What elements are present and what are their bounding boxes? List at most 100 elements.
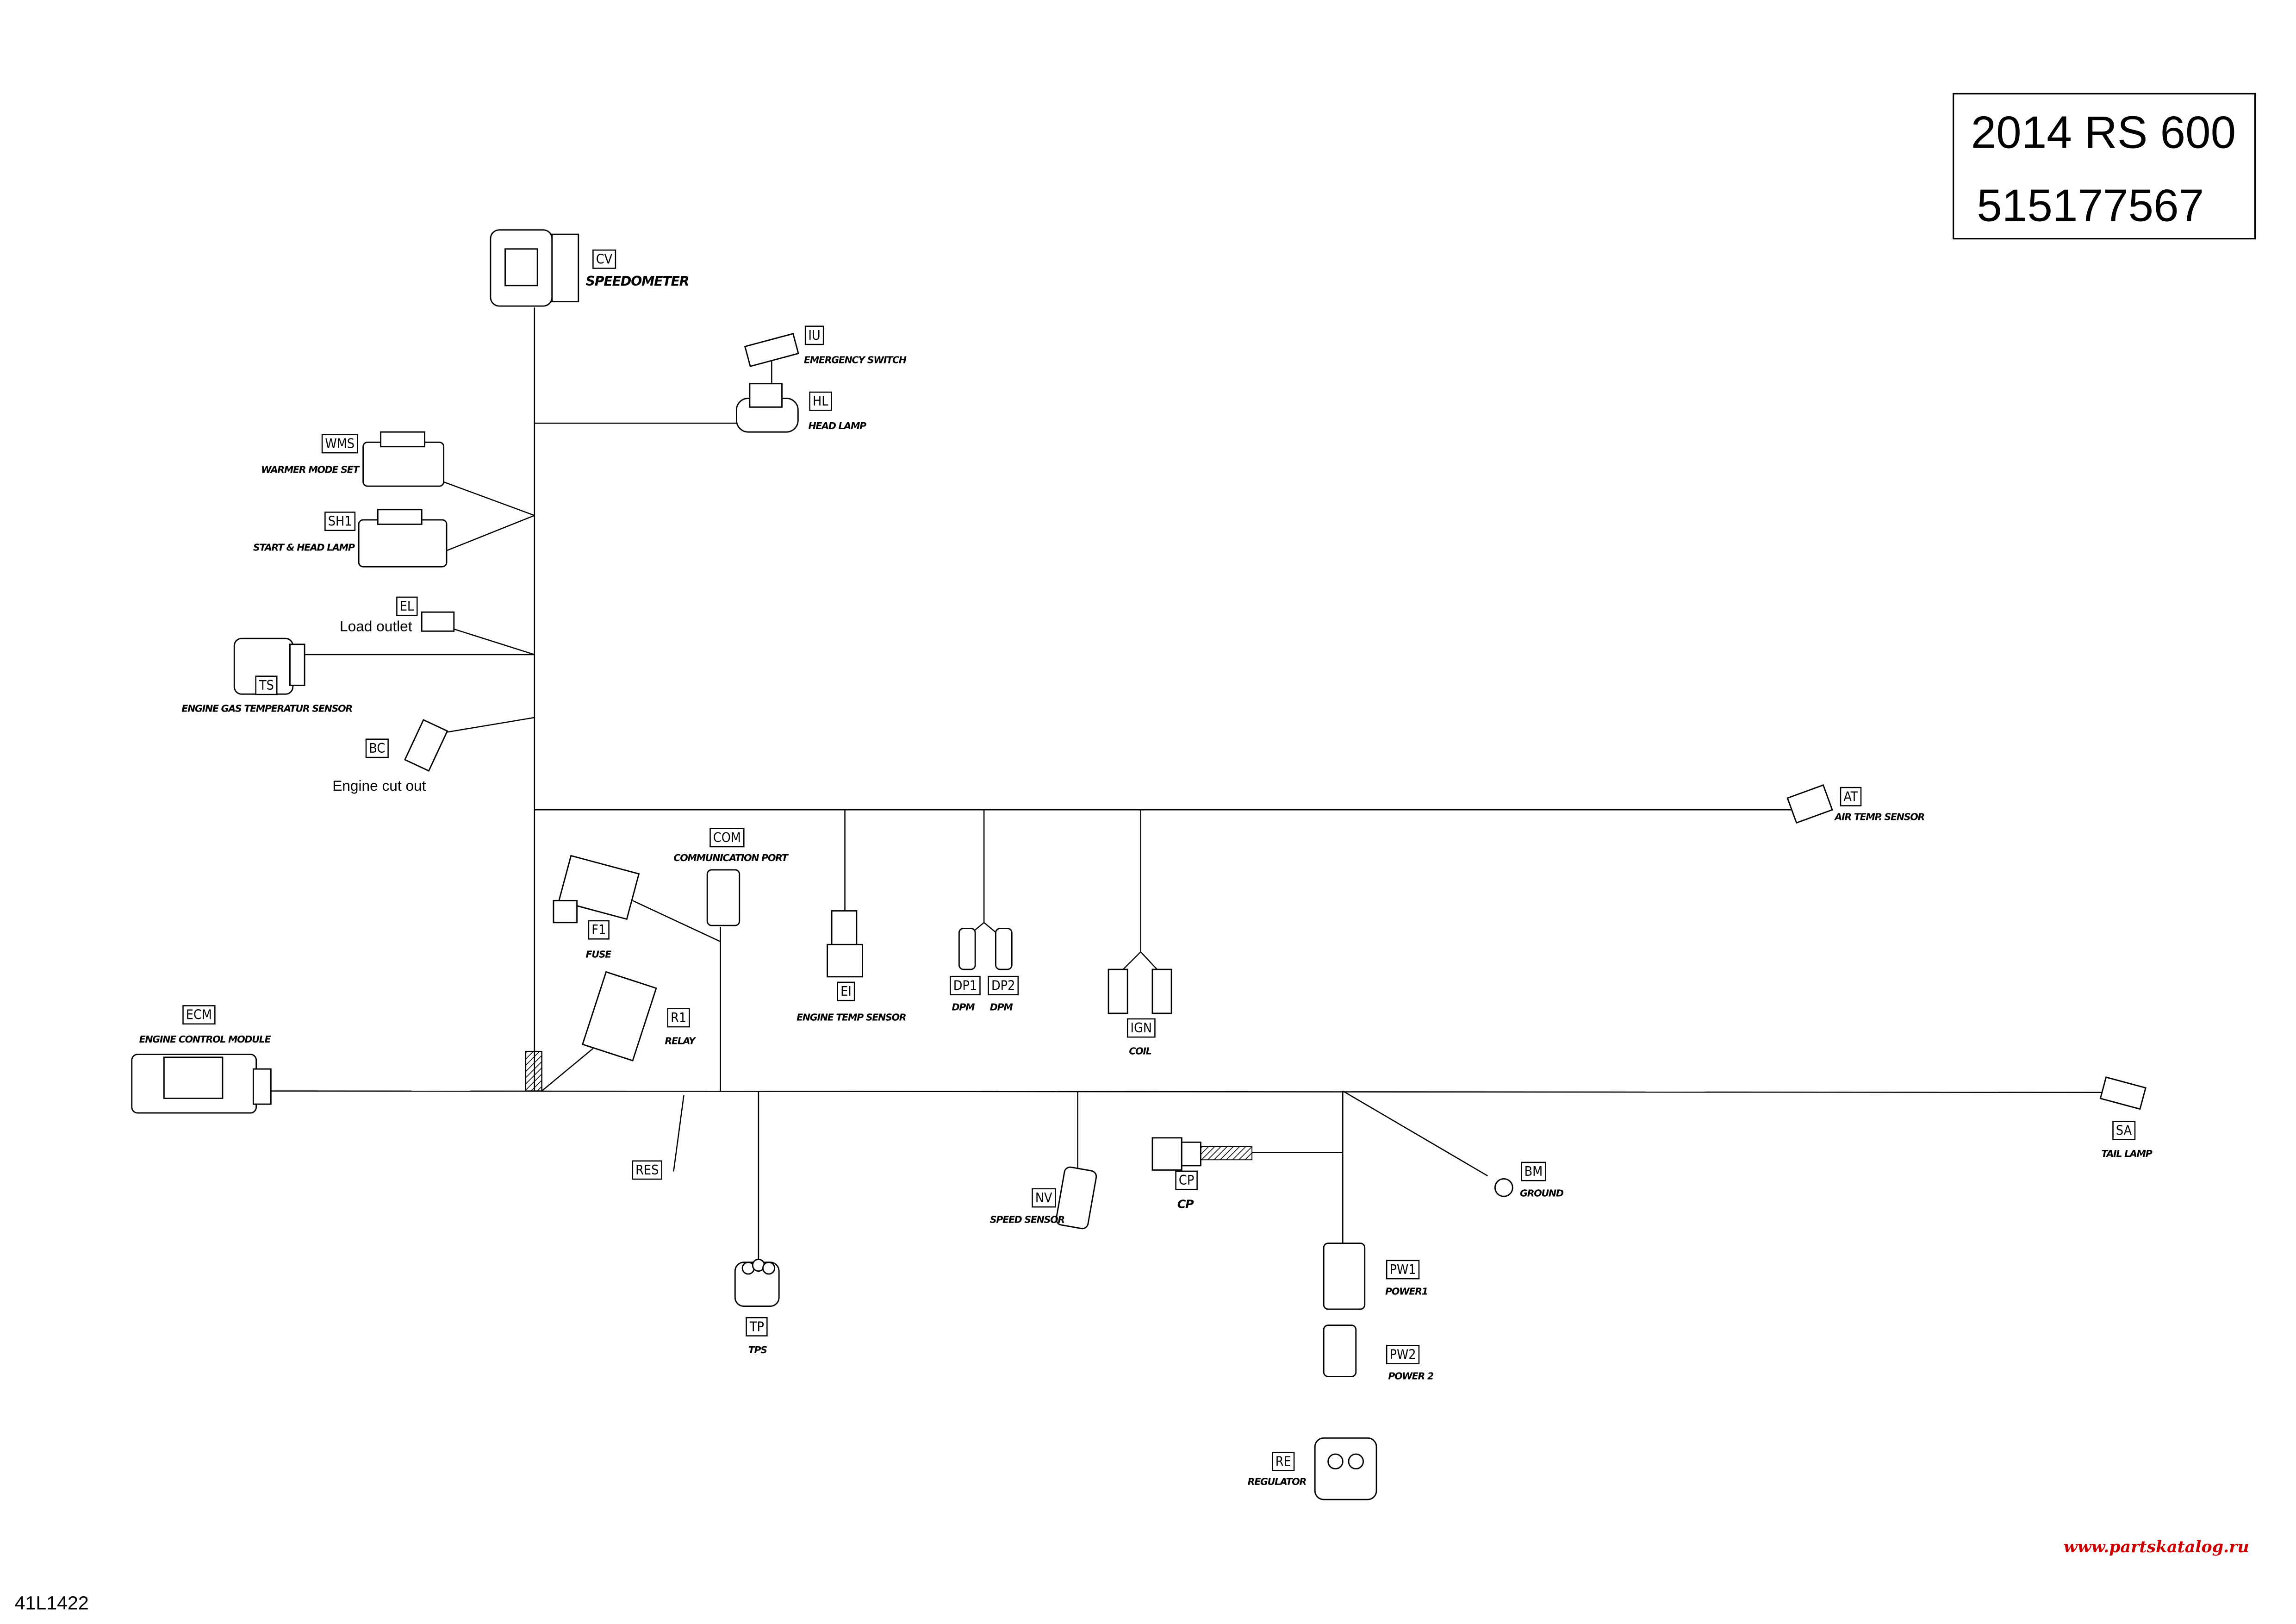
splice-hatch: [525, 1050, 542, 1092]
power1-connector-icon: [1323, 1243, 1366, 1310]
regulator-connector-icon: [1314, 1437, 1377, 1500]
engine-temp-sensor-connector-icon: [827, 910, 863, 978]
label-dpm2: DPM: [990, 1002, 1014, 1013]
label-regulator: REGULATOR: [1248, 1476, 1307, 1487]
label-coil: COIL: [1129, 1046, 1151, 1057]
speed-sensor-connector-icon: [1055, 1166, 1097, 1230]
label-emergency-switch: EMERGENCY SWITCH: [804, 354, 907, 365]
svg-text:AT: AT: [1843, 789, 1858, 804]
fuse-connector-icon: [553, 855, 640, 924]
dpm1-connector-icon: [958, 928, 976, 970]
tag-com: COM: [709, 828, 745, 848]
svg-text:CP: CP: [1179, 1173, 1194, 1188]
svg-text:EL: EL: [400, 599, 414, 614]
label-air-temp-sensor: AIR TEMP. SENSOR: [1834, 811, 1924, 822]
label-tail-lamp: TAIL LAMP: [2101, 1148, 2153, 1159]
label-power2: POWER 2: [1388, 1371, 1434, 1382]
relay-connector-icon: [581, 971, 657, 1062]
svg-text:RES: RES: [635, 1162, 659, 1178]
tag-tp: TP: [746, 1317, 768, 1337]
tag-el: EL: [396, 596, 418, 616]
tag-ign: IGN: [1126, 1018, 1156, 1038]
svg-text:HL: HL: [813, 394, 828, 409]
tag-pw1: PW1: [1386, 1260, 1420, 1280]
dpm2-connector-icon: [995, 928, 1013, 970]
svg-text:BM: BM: [1524, 1164, 1543, 1179]
emergency-switch-connector-icon: [744, 332, 799, 368]
part-number: 515177567: [1977, 180, 2204, 231]
tag-ts: TS: [255, 675, 278, 695]
label-start-head-lamp: START & HEAD LAMP: [253, 542, 355, 553]
svg-text:BC: BC: [369, 741, 385, 756]
model-title: 2014 RS 600: [1971, 106, 2236, 157]
gas-temp-sensor-connector-icon: [233, 637, 305, 695]
label-engine-cut-out: Engine cut out: [332, 777, 426, 794]
coil1-connector-icon: [1108, 968, 1128, 1014]
label-relay: RELAY: [665, 1035, 696, 1046]
drawing-number: 41L1422: [15, 1592, 89, 1613]
svg-text:IU: IU: [808, 328, 820, 343]
tag-re: RE: [1272, 1451, 1295, 1471]
tail-lamp-connector-icon: [2099, 1076, 2147, 1110]
label-head-lamp: HEAD LAMP: [808, 420, 866, 431]
label-engine-control-module: ENGINE CONTROL MODULE: [139, 1034, 271, 1045]
label-gas-temp-sensor: ENGINE GAS TEMPERATUR SENSOR: [181, 703, 352, 714]
label-power1: POWER1: [1385, 1286, 1428, 1297]
ground-ring-icon: [1494, 1178, 1513, 1197]
svg-text:SH1: SH1: [328, 514, 352, 529]
svg-text:IGN: IGN: [1131, 1020, 1152, 1036]
tag-dp2: DP2: [988, 975, 1019, 995]
tag-sh1: SH1: [324, 512, 356, 531]
engine-cut-out-connector-icon: [404, 719, 448, 772]
speedometer-connector-icon: [490, 229, 579, 307]
watermark-text: www.partskatalog.ru: [2064, 1537, 2249, 1556]
label-speedometer: SPEEDOMETER: [586, 274, 689, 289]
tag-ei: EI: [837, 981, 855, 1001]
title-block: 2014 RS 600 515177567: [1953, 93, 2256, 240]
coil2-connector-icon: [1151, 968, 1172, 1014]
label-load-outlet: Load outlet: [340, 618, 412, 634]
label-dpm1: DPM: [952, 1002, 976, 1013]
svg-text:ECM: ECM: [186, 1007, 212, 1023]
head-lamp-connector-icon: [736, 383, 799, 433]
tag-nv: NV: [1032, 1188, 1056, 1208]
svg-text:WMS: WMS: [325, 436, 355, 451]
start-head-lamp-connector-icon: [358, 509, 448, 568]
harness-wires: [271, 307, 2109, 1267]
tag-wms: WMS: [321, 434, 358, 454]
svg-text:TP: TP: [749, 1319, 764, 1334]
power2-connector-icon: [1323, 1324, 1357, 1377]
tag-dp1: DP1: [950, 975, 981, 995]
tps-connector-icon: [734, 1258, 780, 1307]
warmer-mode-set-connector-icon: [362, 431, 445, 487]
svg-text:COM: COM: [713, 830, 741, 845]
svg-text:F1: F1: [591, 922, 606, 937]
svg-text:CV: CV: [596, 251, 613, 267]
tag-r1: R1: [667, 1008, 690, 1028]
tag-pw2: PW2: [1386, 1345, 1420, 1364]
svg-text:PW1: PW1: [1390, 1262, 1416, 1277]
label-ground: GROUND: [1520, 1187, 1564, 1199]
tag-f1: F1: [588, 920, 610, 940]
label-tps: TPS: [748, 1344, 767, 1355]
svg-text:PW2: PW2: [1390, 1347, 1416, 1362]
load-outlet-connector-icon: [421, 611, 455, 632]
label-communication-port: COMMUNICATION PORT: [673, 852, 789, 863]
tag-bc: BC: [365, 738, 389, 758]
svg-text:EI: EI: [840, 984, 852, 999]
label-warmer-mode-set: WARMER MODE SET: [261, 464, 360, 475]
svg-text:NV: NV: [1035, 1190, 1052, 1206]
svg-text:DP1: DP1: [953, 978, 977, 993]
tag-cv: CV: [592, 249, 616, 269]
svg-text:SA: SA: [2116, 1123, 2132, 1138]
label-fuse: FUSE: [586, 949, 612, 960]
tag-hl: HL: [809, 391, 832, 411]
tag-sa: SA: [2112, 1121, 2136, 1140]
tag-at: AT: [1840, 787, 1862, 806]
connector-shapes: [131, 229, 2147, 1500]
tag-iu: IU: [804, 325, 824, 345]
label-engine-temp-sensor: ENGINE TEMP SENSOR: [796, 1012, 906, 1023]
ecm-connector-icon: [131, 1054, 272, 1114]
tag-bm: BM: [1521, 1162, 1546, 1181]
